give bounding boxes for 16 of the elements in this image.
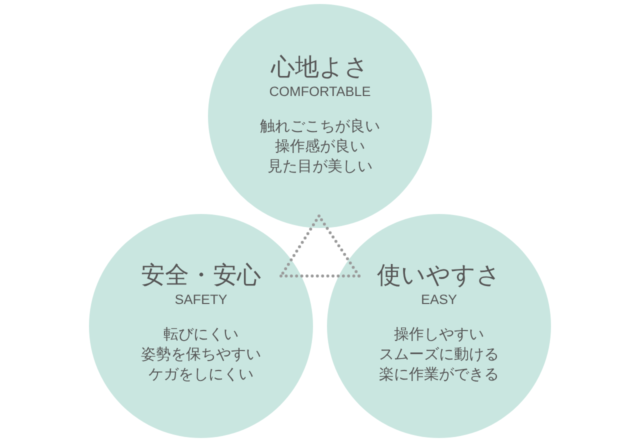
heading: 安全・安心 bbox=[141, 260, 261, 290]
list-item-text: 操作感が良い bbox=[275, 136, 365, 156]
list-item-text: 姿勢を保ちやすい bbox=[141, 344, 261, 364]
list-item-text: ケガをしにくい bbox=[148, 364, 254, 384]
heading: 心地よさ bbox=[271, 52, 369, 82]
list-item-text: スムーズに動ける bbox=[379, 344, 499, 364]
list-item-text: 転びにくい bbox=[164, 324, 238, 344]
list-item-text: 見た目が美しい bbox=[268, 156, 372, 176]
subheading: SAFETY bbox=[174, 291, 228, 309]
list-item-text: 操作しやすい bbox=[394, 324, 484, 344]
heading: 使いやすさ bbox=[377, 260, 501, 290]
dotted-line bbox=[280, 214, 320, 278]
list-item-text: 触れごこちが良い bbox=[260, 116, 380, 136]
subheading: EASY bbox=[420, 291, 458, 309]
list-item-text: 楽に作業ができる bbox=[379, 364, 499, 384]
subheading: COMFORTABLE bbox=[269, 83, 371, 101]
